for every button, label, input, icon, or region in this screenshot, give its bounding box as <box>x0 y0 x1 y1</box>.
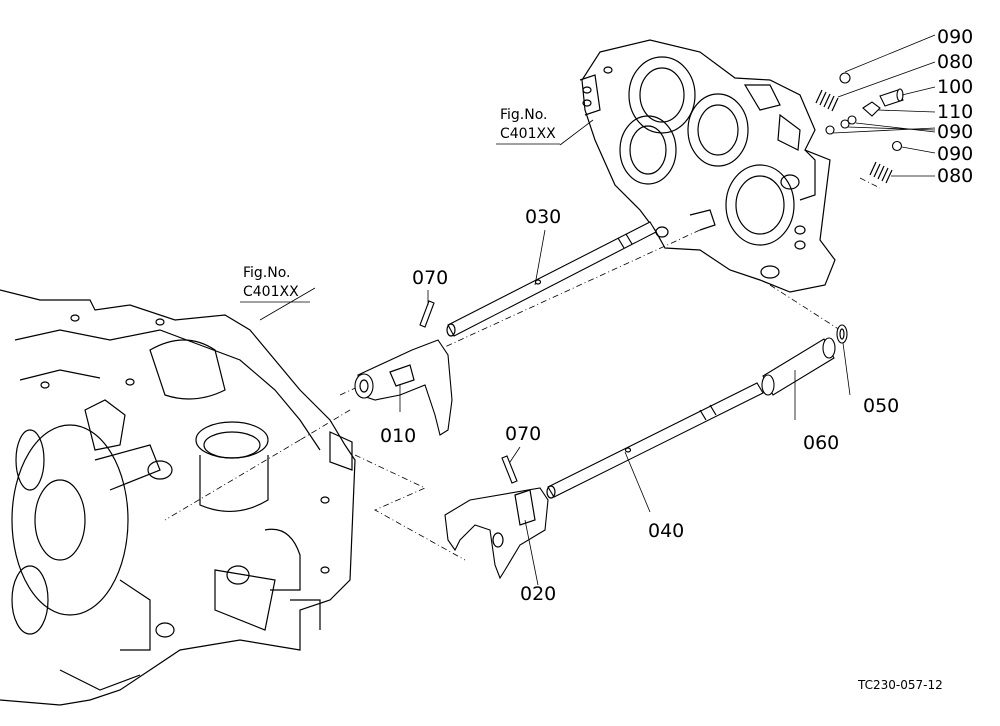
front-housing <box>579 39 836 293</box>
fig-ref-upper-line1: Fig.No. <box>500 107 548 123</box>
label-090-a: 090 <box>937 26 973 48</box>
label-080-b: 080 <box>937 165 973 187</box>
shaft-030 <box>446 221 657 337</box>
label-050: 050 <box>863 395 899 417</box>
fig-ref-upper: Fig.No. C401XX <box>496 107 560 145</box>
fig-ref-lower-line2: C401XX <box>243 284 299 300</box>
label-040: 040 <box>648 520 684 542</box>
fig-ref-lower-line1: Fig.No. <box>243 265 291 281</box>
label-030: 030 <box>525 206 561 228</box>
label-060: 060 <box>803 432 839 454</box>
label-020: 020 <box>520 583 556 605</box>
detent-parts <box>815 72 904 184</box>
fig-ref-upper-line2: C401XX <box>500 126 556 142</box>
label-080-a: 080 <box>937 51 973 73</box>
transmission-case <box>0 289 356 706</box>
fig-ref-lower: Fig.No. C401XX <box>240 265 310 303</box>
snap-ring-050 <box>836 324 848 344</box>
shift-fork-010 <box>354 300 453 436</box>
part-labels: 090 080 100 110 090 090 080 030 070 010 … <box>380 26 973 605</box>
shift-fork-020 <box>444 455 549 580</box>
pipe-060 <box>761 337 836 396</box>
label-070-b: 070 <box>505 423 541 445</box>
label-090-b: 090 <box>937 121 973 143</box>
leader-lines <box>259 34 936 586</box>
drawing-code: TC230-057-12 <box>857 678 943 692</box>
label-110: 110 <box>937 101 973 123</box>
label-070-a: 070 <box>412 267 448 289</box>
shaft-040 <box>546 382 764 499</box>
label-090-c: 090 <box>937 143 973 165</box>
label-100: 100 <box>937 76 973 98</box>
label-010: 010 <box>380 425 416 447</box>
